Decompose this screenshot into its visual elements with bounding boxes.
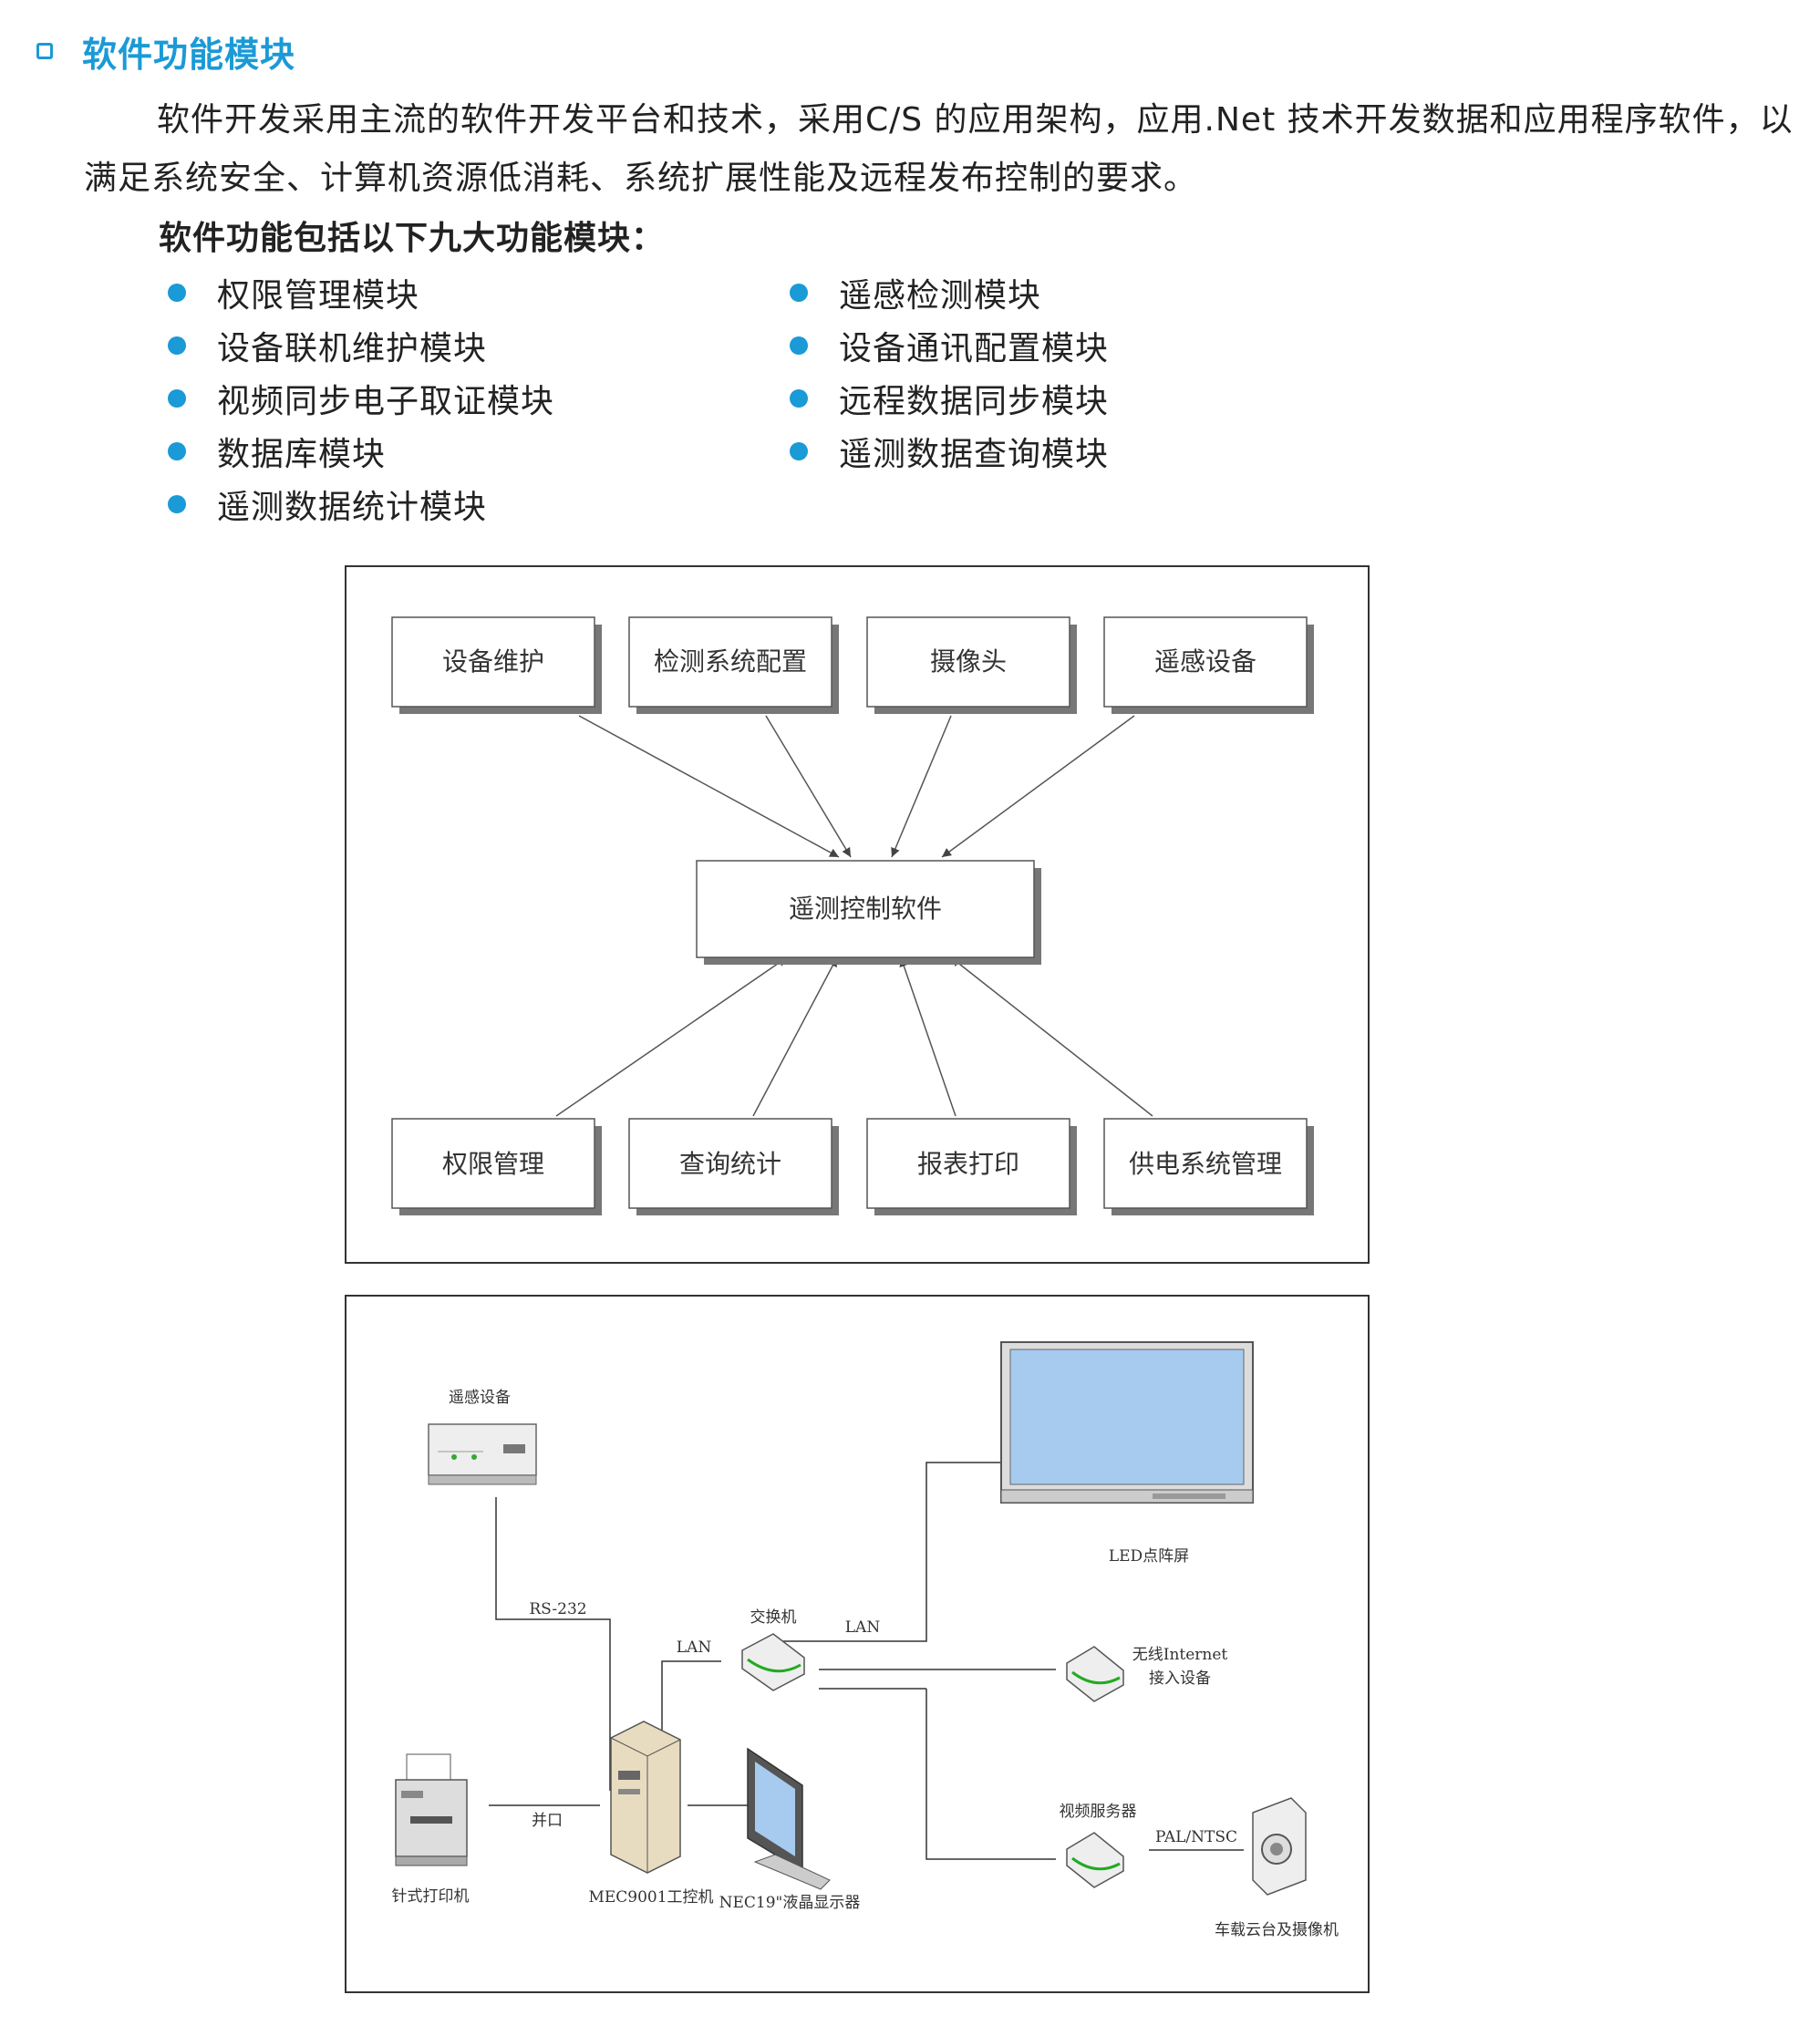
video-line-down — [926, 1689, 1056, 1860]
bullet-icon — [168, 442, 186, 460]
list-item: 设备联机维护模块 — [168, 319, 554, 372]
bottom-node: 供电系统管理 — [1103, 1118, 1314, 1215]
top-node: 设备维护 — [391, 616, 602, 714]
top-node: 摄像头 — [866, 616, 1077, 714]
bullet-icon — [790, 284, 808, 302]
connector-line — [555, 956, 788, 1117]
list-item: 视频同步电子取证模块 — [168, 372, 554, 425]
list-item: 权限管理模块 — [168, 266, 554, 319]
camera-label: 车载云台及摄像机 — [1215, 1921, 1339, 1939]
list-item: 远程数据同步模块 — [790, 372, 1109, 425]
monitor-label: NEC19"液晶显示器 — [719, 1894, 861, 1912]
connector-line — [899, 956, 957, 1117]
svg-text:报表打印: 报表打印 — [917, 1149, 1019, 1179]
printer-label: 针式打印机 — [392, 1887, 470, 1906]
switch-label: 交换机 — [750, 1608, 797, 1627]
wireless-label: 无线Internet — [1132, 1646, 1228, 1664]
bottom-node: 权限管理 — [391, 1118, 602, 1215]
network-diagram: 遥感设备 RS-232 交换机 LAN LAN LED点阵屏 无线Interne… — [345, 1295, 1370, 1993]
switch-icon — [741, 1633, 805, 1691]
svg-text:检测系统配置: 检测系统配置 — [654, 646, 807, 677]
connector-line — [950, 956, 1153, 1117]
bullet-icon — [168, 389, 186, 408]
rs232-line — [495, 1497, 611, 1791]
network-lines — [489, 1462, 1244, 1860]
bullet-icon — [168, 284, 186, 302]
svg-text:设备维护: 设备维护 — [442, 646, 544, 677]
svg-text:权限管理: 权限管理 — [442, 1149, 544, 1179]
camera-icon — [1252, 1797, 1307, 1896]
bottom-node: 查询统计 — [628, 1118, 839, 1215]
module-list-left: 权限管理模块 设备联机维护模块 视频同步电子取证模块 数据库模块 遥测数据统计模… — [168, 266, 554, 531]
remote-sensing-device-icon — [428, 1423, 537, 1485]
video-server-label: 视频服务器 — [1060, 1803, 1137, 1821]
top-node: 检测系统配置 — [628, 616, 839, 714]
rs232-label: RS-232 — [529, 1600, 586, 1618]
video-server-icon — [1066, 1832, 1124, 1888]
monitor-icon — [747, 1747, 831, 1890]
module-list-right: 遥感检测模块 设备通讯配置模块 远程数据同步模块 遥测数据查询模块 — [790, 266, 1109, 478]
lan-label: LAN — [677, 1638, 712, 1657]
bullet-icon — [168, 495, 186, 513]
printer-icon — [395, 1753, 468, 1866]
svg-text:摄像头: 摄像头 — [930, 646, 1007, 677]
bullet-icon — [790, 442, 808, 460]
pal-ntsc-label: PAL/NTSC — [1155, 1828, 1237, 1846]
lan-line — [661, 1660, 721, 1736]
industrial-pc-label: MEC9001工控机 — [588, 1888, 713, 1907]
wireless-device-icon — [1066, 1646, 1124, 1702]
connector-line — [752, 956, 838, 1117]
intro-text: 软件开发采用主流的软件开发平台和技术，采用C/S 的应用架构，应用.Net 技术… — [84, 101, 1794, 197]
modules-subheading: 软件功能包括以下九大功能模块： — [159, 220, 666, 257]
svg-text:查询统计: 查询统计 — [679, 1149, 781, 1179]
section-heading: 软件功能模块 — [36, 26, 295, 77]
architecture-diagram: 设备维护 检测系统配置 摄像头 遥感设备 遥测控制软件 权限管理 — [345, 565, 1370, 1264]
connector-line — [891, 715, 952, 858]
connector-line — [578, 715, 840, 858]
remote-sensing-device-label: 遥感设备 — [449, 1389, 511, 1407]
lan-led-line — [783, 1462, 1001, 1642]
list-item: 设备通讯配置模块 — [790, 319, 1109, 372]
network-diagram-svg: 遥感设备 RS-232 交换机 LAN LAN LED点阵屏 无线Interne… — [392, 1341, 1339, 1939]
square-bullet-icon — [36, 43, 53, 59]
port-label: 并口 — [532, 1812, 563, 1830]
led-screen-label: LED点阵屏 — [1109, 1547, 1189, 1566]
led-screen-icon — [1000, 1341, 1254, 1504]
top-node: 遥感设备 — [1103, 616, 1314, 714]
list-item: 遥测数据查询模块 — [790, 425, 1109, 478]
connector-line — [765, 715, 852, 858]
section-title: 软件功能模块 — [82, 34, 296, 75]
industrial-pc-icon — [610, 1721, 681, 1874]
connector-lines — [555, 715, 1153, 1117]
bullet-icon — [790, 336, 808, 355]
bullet-icon — [790, 389, 808, 408]
wireless-label: 接入设备 — [1149, 1669, 1211, 1688]
architecture-diagram-svg: 设备维护 检测系统配置 摄像头 遥感设备 遥测控制软件 权限管理 — [391, 616, 1314, 1215]
bottom-node: 报表打印 — [866, 1118, 1077, 1215]
bullet-icon — [168, 336, 186, 355]
svg-text:供电系统管理: 供电系统管理 — [1129, 1149, 1282, 1179]
lan-label: LAN — [845, 1618, 881, 1637]
connector-line — [941, 715, 1135, 858]
list-item: 数据库模块 — [168, 425, 554, 478]
svg-text:遥测控制软件: 遥测控制软件 — [789, 894, 942, 924]
intro-paragraph: 软件开发采用主流的软件开发平台和技术，采用C/S 的应用架构，应用.Net 技术… — [84, 91, 1798, 208]
center-node: 遥测控制软件 — [696, 860, 1041, 965]
list-item: 遥感检测模块 — [790, 266, 1109, 319]
svg-text:遥感设备: 遥感设备 — [1154, 646, 1256, 677]
list-item: 遥测数据统计模块 — [168, 478, 554, 531]
